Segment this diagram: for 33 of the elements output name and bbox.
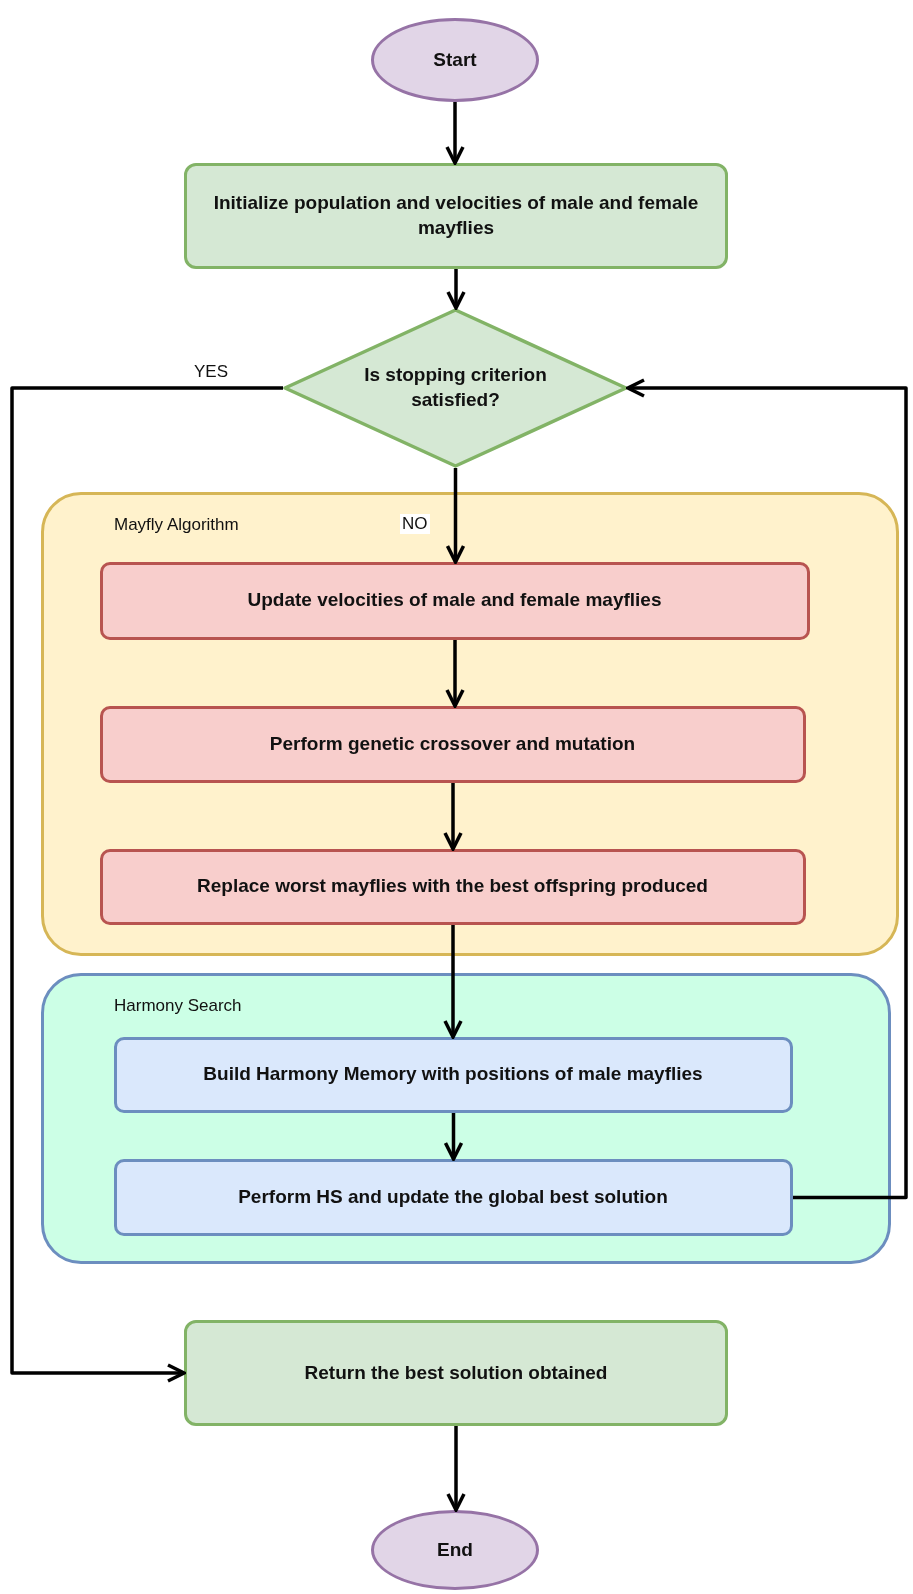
node-label: Initialize population and velocities of male and female mayflies: [212, 191, 700, 240]
arrow: [10, 386, 283, 1383]
node-label: Replace worst mayflies with the best offspring produced: [196, 874, 709, 899]
arrow: [626, 378, 908, 1200]
arrow: [446, 1426, 466, 1512]
process-box: [99, 561, 810, 640]
process-box: [99, 848, 806, 925]
arrow: [443, 783, 463, 851]
node-label: Build Harmony Memory with positions of male mayflies: [202, 1062, 704, 1087]
decision-text: Is stopping criterion satisfied?: [363, 363, 548, 412]
arrow: [446, 269, 466, 310]
node-label: Return the best solution obtained: [303, 1360, 609, 1385]
group-panel: [41, 973, 891, 1264]
group-title: Harmony Search: [114, 996, 242, 1016]
group-panel: [41, 492, 899, 956]
process-box: [184, 163, 728, 269]
arrow: [445, 640, 465, 708]
process-box: [99, 705, 806, 783]
node-label: Perform HS and update the global best solution: [237, 1184, 669, 1209]
arrow: [443, 1113, 464, 1161]
group-title: Mayfly Algorithm: [114, 515, 239, 535]
node-label: Update velocities of male and female mayflies: [246, 588, 663, 613]
arrow: [443, 925, 463, 1039]
node-label: Start: [432, 47, 478, 72]
arrow: [445, 468, 466, 564]
process-box: [113, 1158, 793, 1236]
node-label: Perform genetic crossover and mutation: [268, 731, 637, 756]
decision-diamond: [283, 308, 628, 468]
arrow: [445, 102, 465, 165]
process-box: [184, 1320, 728, 1426]
node-label: End: [436, 1537, 474, 1562]
edge-label: NO: [400, 514, 430, 534]
process-box: [113, 1036, 793, 1113]
